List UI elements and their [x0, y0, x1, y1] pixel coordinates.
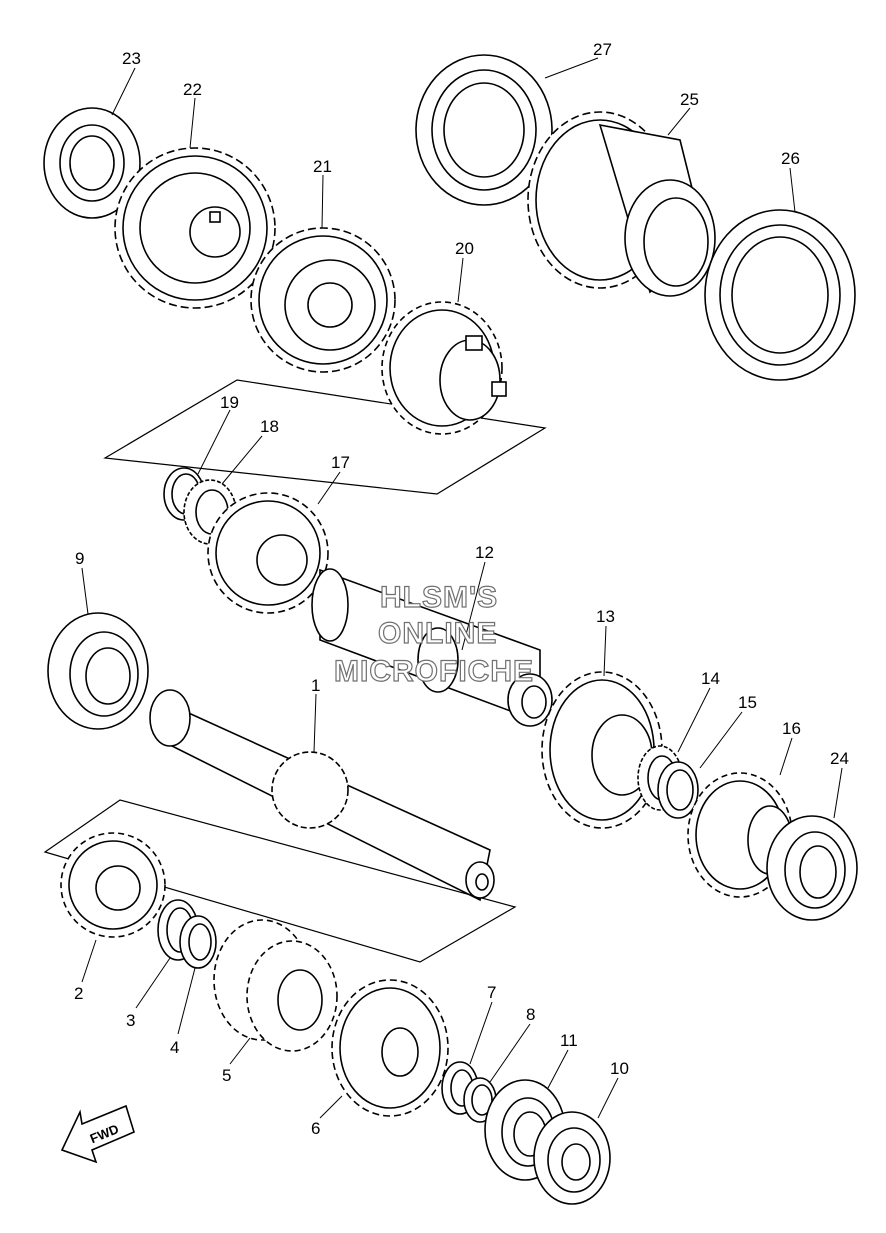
part-4-circlip: [179, 915, 217, 969]
callout-8: 8: [526, 1005, 535, 1024]
callout-5: 5: [222, 1066, 231, 1085]
watermark-line-1: HLSM'S: [380, 581, 498, 614]
callout-24: 24: [830, 749, 849, 768]
callout-19: 19: [220, 393, 239, 412]
part-23-bearing: [43, 107, 141, 219]
callout-9: 9: [75, 549, 84, 568]
part-5-gear: [213, 919, 338, 1052]
part-2-gear: [60, 832, 166, 938]
group-outline-lower: [43, 799, 517, 963]
callout-25: 25: [680, 90, 699, 109]
callout-23: 23: [122, 49, 141, 68]
callout-22: 22: [183, 80, 202, 99]
callout-17: 17: [331, 453, 350, 472]
part-13-gear: [541, 671, 663, 829]
callout-14: 14: [701, 669, 720, 688]
callout-27: 27: [593, 40, 612, 59]
part-15-circlip: [657, 761, 699, 819]
callout-6: 6: [311, 1119, 320, 1138]
callout-18: 18: [260, 417, 279, 436]
part-25-gear: [527, 111, 716, 297]
callout-20: 20: [455, 239, 474, 258]
callout-12: 12: [475, 543, 494, 562]
callout-7: 7: [487, 983, 496, 1002]
part-24-bearing: [766, 815, 858, 921]
part-27-bearing: [415, 54, 553, 206]
callout-16: 16: [782, 719, 801, 738]
part-22-gear: [114, 147, 276, 309]
part-21-gear: [250, 227, 396, 373]
callout-21: 21: [313, 157, 332, 176]
callout-3: 3: [126, 1011, 135, 1030]
group-outline-upper: [103, 379, 547, 495]
watermark-line-3: MICROFICHE: [334, 655, 534, 688]
part-6-gear: [331, 979, 449, 1117]
callout-10: 10: [610, 1059, 629, 1078]
leader-lines: [81, 57, 843, 1119]
callout-4: 4: [170, 1038, 179, 1057]
part-20-gear: [381, 301, 507, 435]
callout-11: 11: [560, 1031, 578, 1050]
callout-1: 1: [311, 676, 320, 695]
callout-15: 15: [738, 693, 757, 712]
part-17-gear: [207, 492, 329, 614]
part-12-shaft: [311, 568, 553, 727]
part-10-seal: [533, 1111, 611, 1205]
fwd-arrow-icon: FWD: [60, 1104, 135, 1164]
watermark-line-2: ONLINE: [378, 617, 497, 650]
callout-26: 26: [781, 149, 800, 168]
callout-13: 13: [596, 607, 615, 626]
part-1-shaft: [149, 689, 495, 902]
part-9-bearing: [47, 612, 149, 730]
part-26-bearing: [704, 209, 856, 381]
watermark: HLSM'S ONLINE MICROFICHE: [333, 580, 534, 688]
callout-numbers: 23 22 21 20 27 25 26 19 18 17 12 9 1 13 …: [74, 40, 849, 1138]
callout-2: 2: [74, 984, 83, 1003]
